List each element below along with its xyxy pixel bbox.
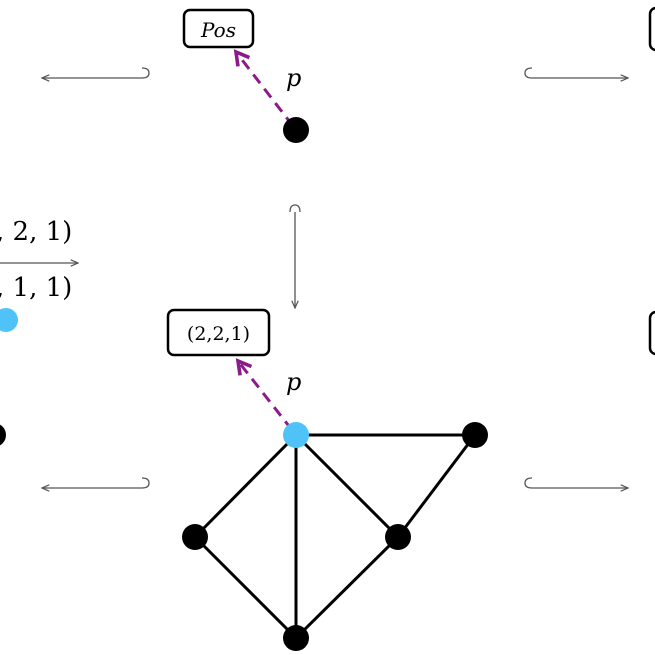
- bottom-panel: (2,2,1) p: [166, 308, 488, 651]
- bottom-dashed-arrow: [235, 358, 294, 431]
- graph-edges: [193, 433, 477, 640]
- bottom-label-text: (2,2,1): [187, 323, 250, 345]
- top-label-box: [182, 8, 255, 49]
- left-partial-panel: , 2, 1) , 1, 1): [0, 217, 78, 446]
- top-dashed-arrow: [233, 49, 295, 127]
- edge-top-left: [193, 433, 298, 539]
- left-lower-text: , 1, 1): [0, 273, 72, 303]
- edge-right-midright: [396, 434, 477, 538]
- edge-top-midright: [294, 433, 400, 539]
- graph-node-midright: [385, 524, 411, 550]
- left-highlight-node: [0, 308, 18, 332]
- graph-node-bottom: [283, 625, 309, 651]
- bottom-label-box: [166, 308, 271, 357]
- graph-node-right: [462, 422, 488, 448]
- bottom-edge-label: p: [286, 368, 301, 396]
- top-label-text: Pos: [200, 18, 236, 42]
- edge-midright-bottom: [294, 535, 400, 640]
- top-edge-label: p: [286, 64, 301, 92]
- bottom-left-inclusion-arrow: [42, 477, 150, 488]
- vertical-inclusion-arrow: [289, 204, 301, 308]
- bottom-right-inclusion-arrow: [524, 477, 628, 488]
- graph-node-left: [182, 524, 208, 550]
- edge-left-bottom: [193, 535, 298, 640]
- top-panel: Pos p: [182, 8, 309, 143]
- left-upper-text: , 2, 1): [0, 217, 72, 247]
- top-left-inclusion-arrow: [42, 67, 150, 78]
- graph-node-top: [283, 422, 309, 448]
- top-right-partial-box: [648, 6, 655, 52]
- top-node: [283, 117, 309, 143]
- left-black-node: [0, 424, 6, 446]
- top-right-inclusion-arrow: [524, 67, 628, 78]
- mid-right-partial-box: [648, 310, 655, 356]
